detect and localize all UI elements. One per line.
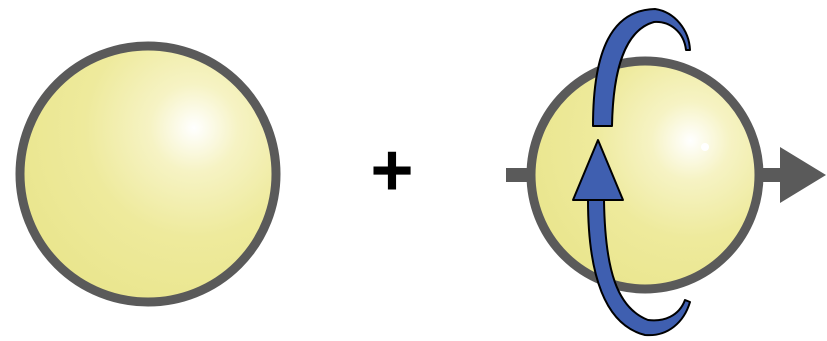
particle-without-spin bbox=[20, 46, 276, 302]
right-sphere bbox=[531, 61, 759, 289]
left-sphere bbox=[20, 46, 276, 302]
particle-with-spin bbox=[506, 9, 826, 335]
sphere-highlight bbox=[701, 143, 709, 151]
plus-operator: + bbox=[370, 129, 413, 212]
spin-axis-arrowhead bbox=[780, 147, 826, 203]
